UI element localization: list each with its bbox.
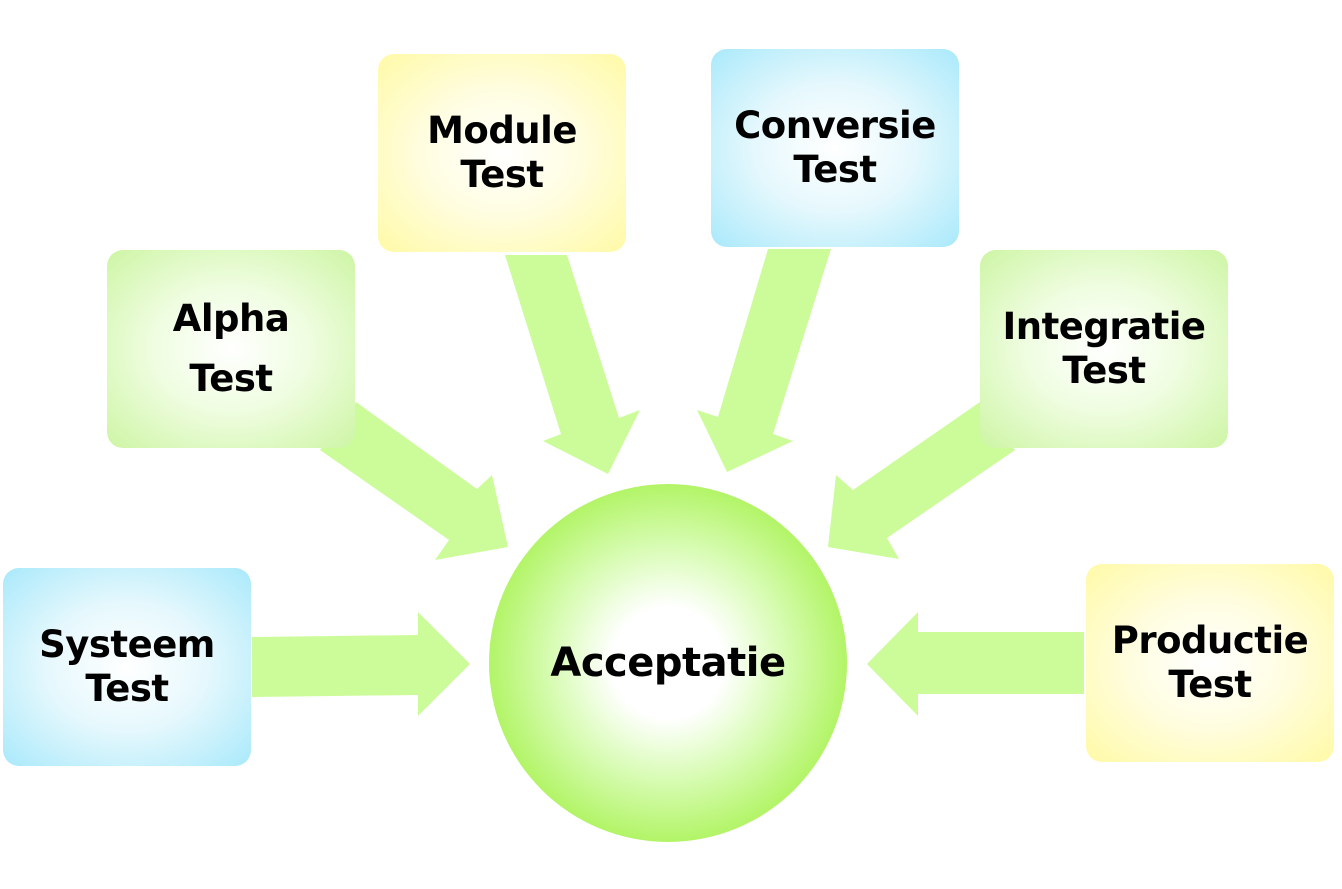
alpha-test-box: Alpha Test — [107, 250, 355, 448]
alpha-test-label: Alpha Test — [172, 297, 290, 400]
module-test-box: Module Test — [378, 54, 626, 252]
acceptatie-label: Acceptatie — [550, 640, 786, 686]
arrow-productie — [867, 612, 1084, 716]
conversie-test-label: Conversie Test — [734, 104, 936, 191]
acceptatie-circle: Acceptatie — [489, 484, 847, 842]
arrow-alpha — [320, 402, 508, 560]
productie-test-label: Productie Test — [1111, 619, 1309, 706]
arrow-module — [505, 255, 640, 474]
arrow-conversie — [697, 249, 831, 472]
arrow-integratie — [828, 402, 1015, 559]
module-test-label: Module Test — [427, 109, 577, 196]
integratie-test-label: Integratie Test — [1002, 305, 1206, 392]
integratie-test-box: Integratie Test — [980, 250, 1228, 448]
systeem-test-label: Systeem Test — [39, 623, 215, 710]
productie-test-box: Productie Test — [1086, 564, 1334, 762]
arrow-systeem — [252, 612, 470, 716]
systeem-test-box: Systeem Test — [3, 568, 251, 766]
conversie-test-box: Conversie Test — [711, 49, 959, 247]
